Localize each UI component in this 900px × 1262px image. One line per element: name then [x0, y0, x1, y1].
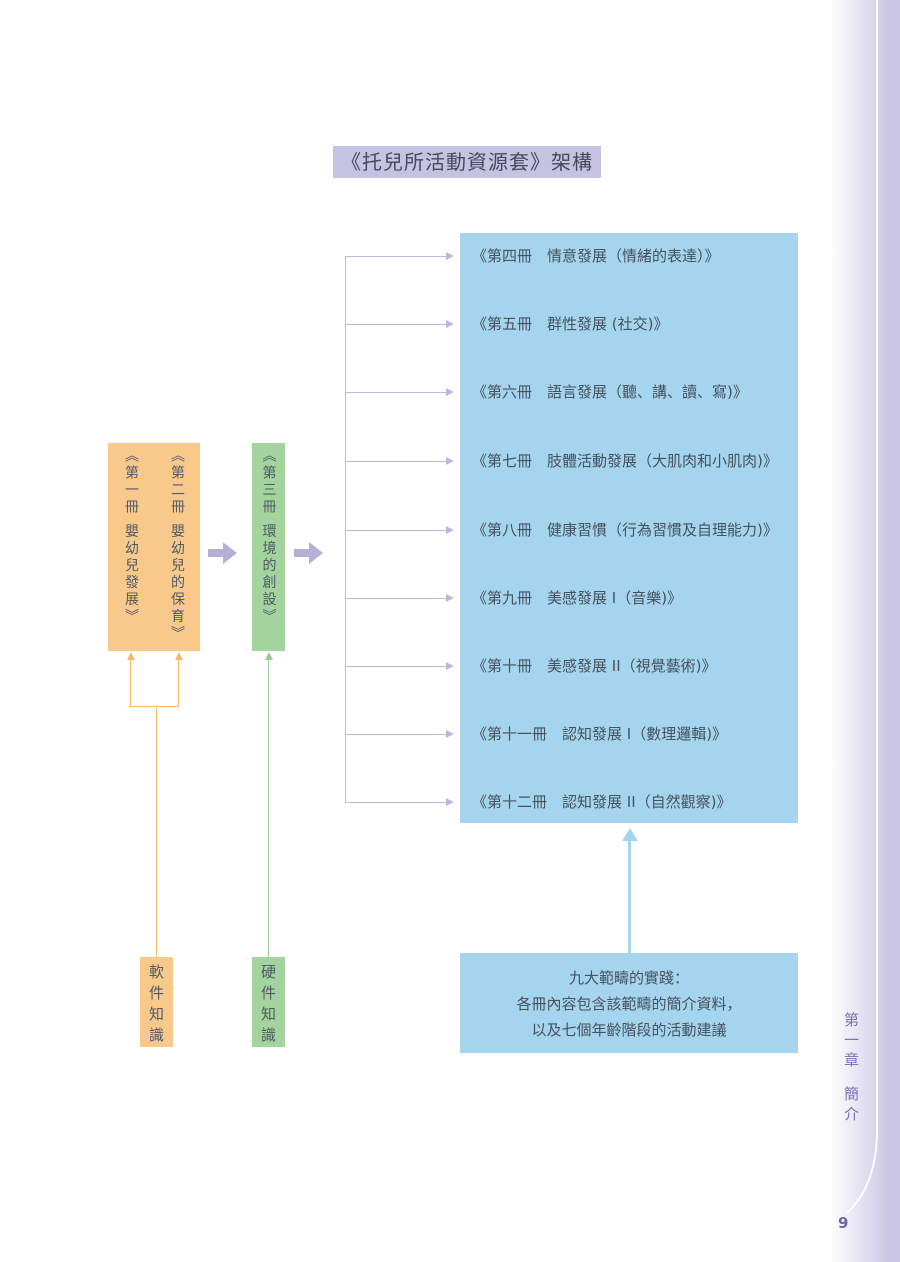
- connector-branch-line: [345, 598, 446, 599]
- volumes-1-2-box: 《第一冊 嬰幼兒發展》 《第二冊 嬰幼兒的保育》: [108, 443, 200, 651]
- page-number: 9: [838, 1214, 849, 1232]
- connector-branch-line: [345, 461, 446, 462]
- nine-domains-note-box: 九大範疇的實踐： 各冊內容包含該範疇的簡介資料， 以及七個年齡階段的活動建議: [460, 953, 798, 1053]
- connector-branch-line: [345, 324, 446, 325]
- arrow-up-icon: [265, 652, 273, 660]
- volume-12-label: 《第十二冊 認知發展 II（自然觀察)》: [472, 793, 732, 811]
- volume-5-label: 《第五冊 群性發展 (社交)》: [472, 315, 669, 333]
- arrow-right-icon: [446, 320, 454, 328]
- sidebar-chapter-label: 第一章: [842, 1012, 860, 1072]
- arrow-right-icon: [446, 798, 454, 806]
- arrow-right-icon: [446, 388, 454, 396]
- connector-branch-line: [345, 802, 446, 803]
- volume-10-label: 《第十冊 美感發展 II（視覺藝術)》: [472, 657, 717, 675]
- note-line-3: 以及七個年齡階段的活動建議: [531, 1021, 727, 1039]
- arrow-right-bar: [294, 549, 309, 557]
- volume-8-label: 《第八冊 健康習慣（行為習慣及自理能力)》: [472, 521, 778, 539]
- volume-4-label: 《第四冊 情意發展（情緒的表達）》: [472, 247, 720, 265]
- arrow-up-icon: [127, 652, 135, 660]
- arrow-up-icon: [175, 652, 183, 660]
- connector-line: [156, 706, 157, 957]
- note-line-2: 各冊內容包含該範疇的簡介資料，: [516, 995, 742, 1013]
- connector-branch-line: [345, 734, 446, 735]
- connector-branch-line: [345, 530, 446, 531]
- connector-line: [178, 660, 179, 706]
- connector-branch-line: [345, 392, 446, 393]
- volume-1-label: 《第一冊 嬰幼兒發展》: [123, 448, 139, 626]
- connector-line: [130, 660, 131, 706]
- arrow-right-icon: [446, 594, 454, 602]
- connector-line: [130, 706, 179, 707]
- arrow-right-icon: [446, 457, 454, 465]
- connector-line: [268, 660, 269, 957]
- connector-line: [628, 841, 631, 953]
- arrow-up-icon: [622, 828, 638, 841]
- sidebar-section-label: 簡介: [842, 1086, 860, 1126]
- page-title: 《托兒所活動資源套》架構: [333, 146, 601, 178]
- volume-3-label: 《第三冊 環境的創設》: [260, 448, 277, 626]
- arrow-right-icon: [446, 730, 454, 738]
- arrow-right-head: [223, 542, 237, 564]
- volume-2-label: 《第二冊 嬰幼兒的保育》: [169, 448, 185, 643]
- connector-branch-line: [345, 666, 446, 667]
- software-knowledge-box: 軟件知識: [140, 957, 173, 1048]
- volume-6-label: 《第六冊 語言發展（聽、講、讀、寫)》: [472, 383, 748, 401]
- volumes-4-12-box: 《第四冊 情意發展（情緒的表達）》 《第五冊 群性發展 (社交)》 《第六冊 語…: [460, 233, 798, 823]
- volume-11-label: 《第十一冊 認知發展 I（數理邏輯)》: [472, 725, 728, 743]
- hardware-knowledge-label: 硬件知識: [259, 964, 277, 1048]
- volume-3-box: 《第三冊 環境的創設》: [252, 443, 285, 651]
- note-line-1: 九大範疇的實踐：: [568, 969, 689, 987]
- arrow-right-head: [309, 542, 323, 564]
- sidebar-band: [830, 0, 900, 1262]
- arrow-right-bar: [208, 549, 223, 557]
- connector-branch-line: [345, 256, 446, 257]
- arrow-right-icon: [446, 662, 454, 670]
- hardware-knowledge-box: 硬件知識: [252, 957, 285, 1048]
- arrow-right-icon: [446, 526, 454, 534]
- software-knowledge-label: 軟件知識: [147, 964, 165, 1048]
- connector-trunk-line: [345, 256, 346, 802]
- sidebar-arc-decoration: [846, 0, 878, 1214]
- volume-7-label: 《第七冊 肢體活動發展（大肌肉和小肌肉)》: [472, 452, 778, 470]
- volume-9-label: 《第九冊 美感發展 I（音樂)》: [472, 589, 683, 607]
- arrow-right-icon: [446, 252, 454, 260]
